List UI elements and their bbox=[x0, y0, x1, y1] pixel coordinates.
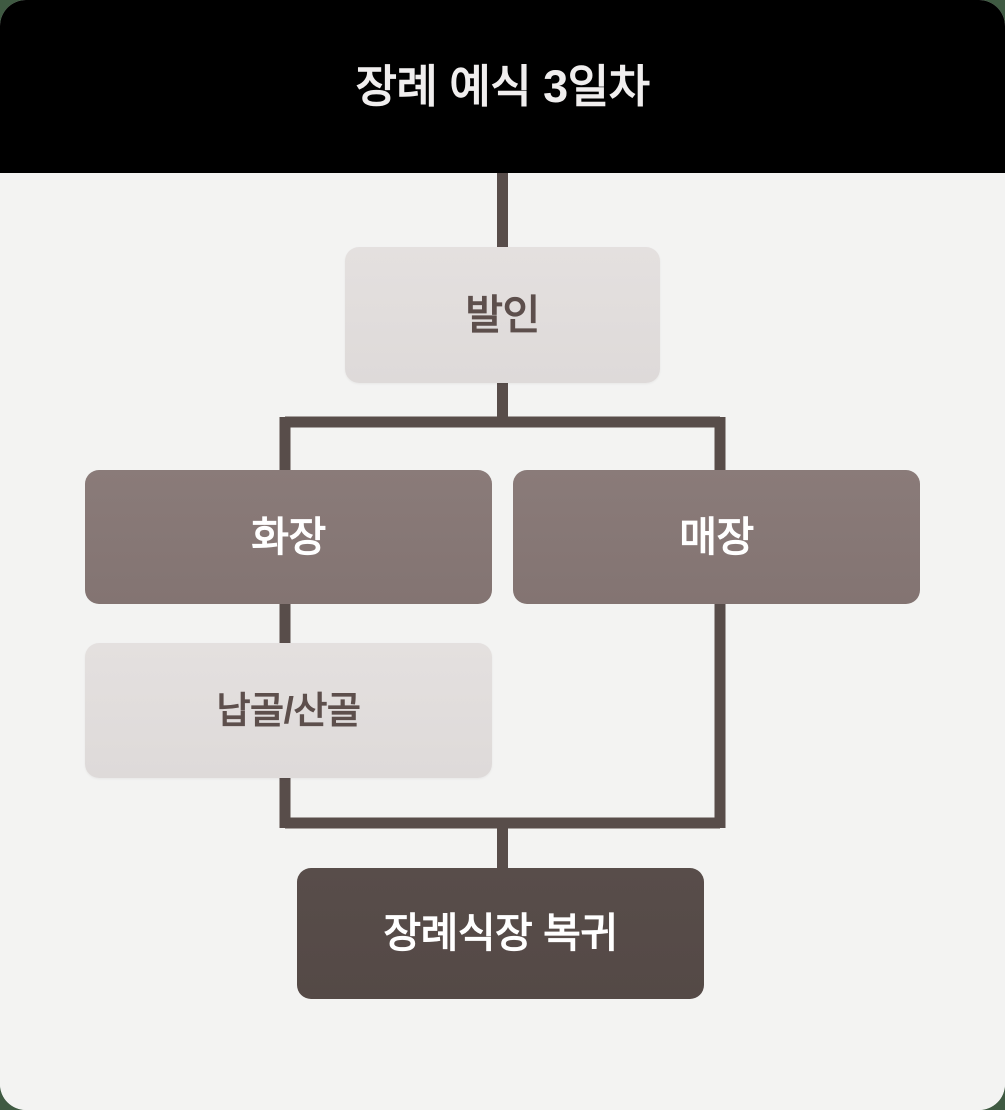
flow-node-maejang[interactable]: 매장 bbox=[513, 470, 920, 604]
flow-node-return[interactable]: 장례식장 복귀 bbox=[297, 868, 704, 999]
flow-node-napgol[interactable]: 납골/산골 bbox=[85, 643, 492, 778]
page-title: 장례 예식 3일차 bbox=[355, 61, 650, 112]
flow-node-hwajang[interactable]: 화장 bbox=[85, 470, 492, 604]
card-header: 장례 예식 3일차 bbox=[0, 0, 1005, 173]
flow-node-napgol-label: 납골/산골 bbox=[216, 690, 361, 731]
flow-node-hwajang-label: 화장 bbox=[251, 513, 326, 560]
flow-node-return-label: 장례식장 복귀 bbox=[383, 910, 618, 956]
flowchart-canvas: 발인 화장 매장 납골/산골 장례식장 복귀 bbox=[0, 173, 1005, 1110]
flow-node-maejang-label: 매장 bbox=[679, 513, 754, 560]
flow-node-balin[interactable]: 발인 bbox=[345, 247, 660, 383]
flow-node-balin-label: 발인 bbox=[465, 291, 540, 338]
